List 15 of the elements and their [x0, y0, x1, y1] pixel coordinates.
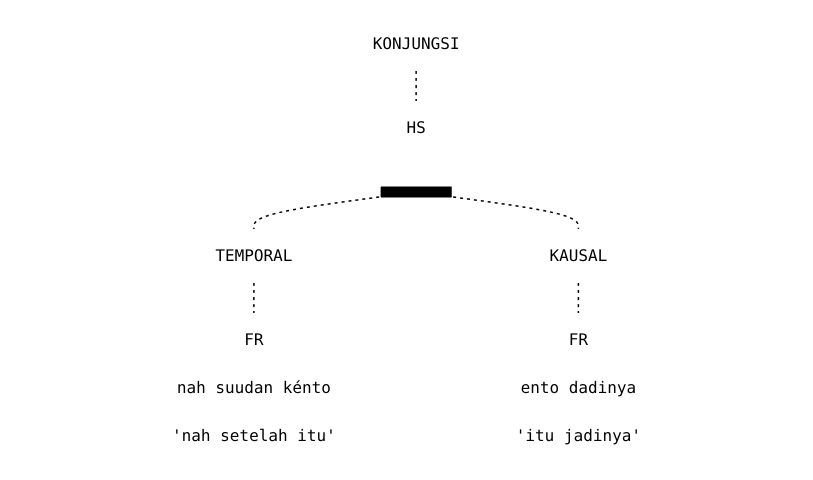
connector	[415, 71, 417, 101]
node-label: 'nah setelah itu'	[172, 426, 336, 445]
node-text: FR	[244, 330, 264, 349]
node-label: nah suudan kénto	[176, 378, 331, 397]
connector	[253, 196, 380, 229]
node-text: TEMPORAL	[215, 246, 292, 265]
node-label: ento dadinya	[520, 378, 636, 397]
node-text: FR	[568, 330, 588, 349]
node-text: KAUSAL	[549, 246, 608, 265]
connector	[453, 196, 580, 229]
connector	[578, 283, 580, 313]
node-text: KONJUNGSI	[372, 34, 460, 53]
node-label: 'itu jadinya'	[516, 426, 641, 445]
connector	[253, 283, 255, 313]
node-text: HS	[406, 118, 426, 137]
